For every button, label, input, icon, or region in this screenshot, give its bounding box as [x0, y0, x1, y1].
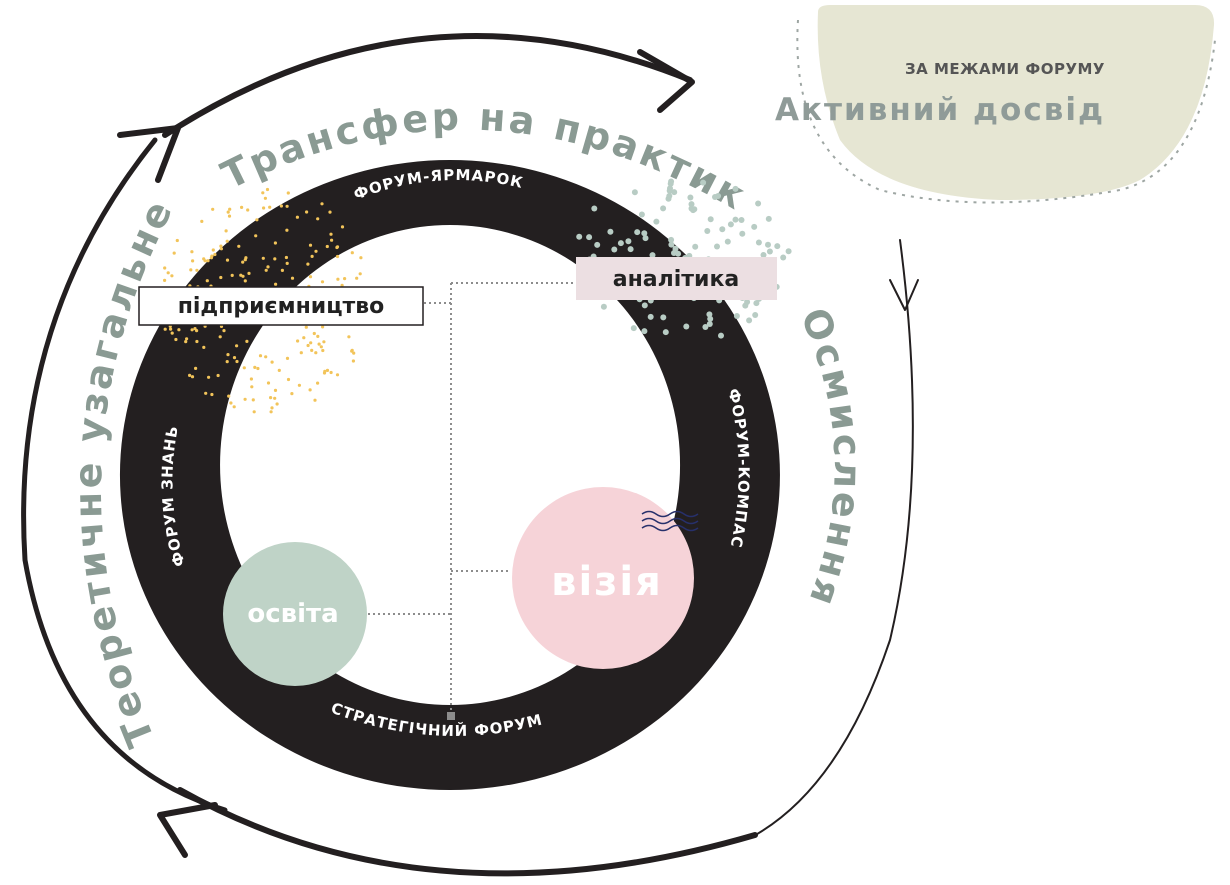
connector-lines: [368, 282, 578, 712]
cycle-arc-right: [749, 239, 914, 839]
wave-icon: [641, 510, 699, 532]
outer-cycle-arrows: [21, 33, 919, 877]
entrepreneurship-box: підприємництво: [138, 286, 424, 326]
arrow-head-left-top: [117, 125, 181, 183]
education-circle: освіта: [223, 542, 367, 686]
connector-end-marker: [447, 712, 455, 720]
vision-circle: візія: [512, 487, 694, 669]
education-label: освіта: [247, 599, 338, 629]
outside-forum-blob: ЗА МЕЖАМИ ФОРУМУ Активний досвід: [775, 5, 1216, 204]
arrow-head-top: [637, 49, 695, 113]
reflection-label: Осмислення: [792, 302, 870, 614]
vision-label: візія: [551, 559, 663, 605]
arrow-head-right: [889, 279, 919, 311]
analytics-box: аналітика: [576, 257, 777, 300]
cycle-arc-bottom: [177, 787, 758, 877]
arrow-head-bottom: [157, 802, 218, 858]
active-experience-title: Активний досвід: [775, 92, 1105, 128]
entrepreneurship-label: підприємництво: [178, 294, 385, 319]
outside-forum-subtitle: ЗА МЕЖАМИ ФОРУМУ: [905, 60, 1105, 78]
cycle-arc-left: [21, 137, 228, 813]
cycle-arc-top: [162, 33, 693, 138]
analytics-label: аналітика: [613, 267, 740, 292]
